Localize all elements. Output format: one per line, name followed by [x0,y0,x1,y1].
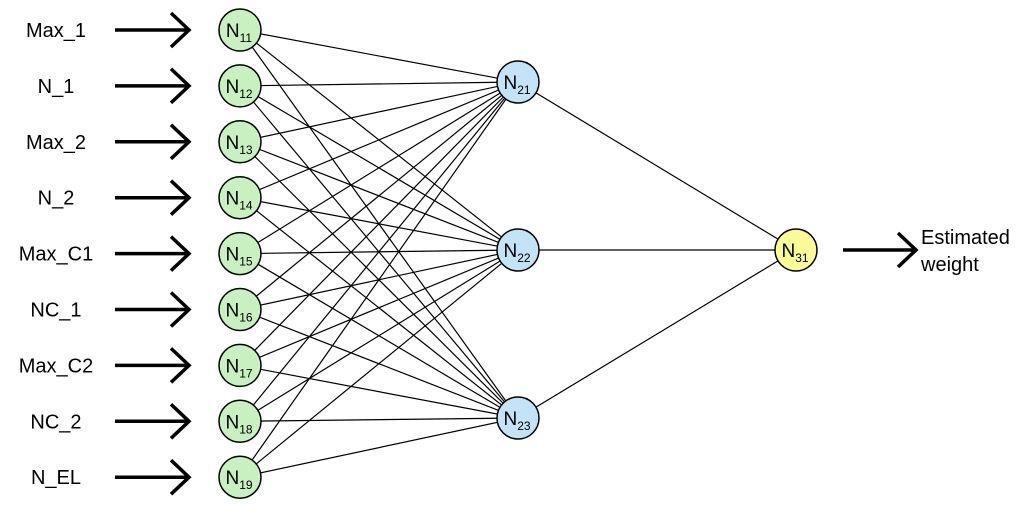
connection-18-22 [239,249,519,422]
input-label: Max_2 [26,132,86,154]
node-circle [218,231,262,276]
input-label: NC_2 [30,411,81,433]
node-circle [218,64,262,108]
input-label: Max_C1 [19,244,93,266]
node-label: N31 [781,241,808,265]
node-label: N12 [225,77,252,101]
input-label: N_2 [38,188,75,210]
node-n18: N18 [218,399,262,444]
node-label: N22 [503,241,530,265]
input-arrow [115,291,192,328]
connection-17-22 [239,249,519,366]
output-group: Estimated weight [843,227,1010,276]
input-arrow [115,458,192,496]
input-arrow [115,123,192,161]
connection-19-21 [239,81,519,478]
node-n19: N19 [218,455,262,499]
node-circle [774,228,818,272]
connection-18-21 [239,81,519,422]
input-arrow [115,179,192,216]
connection-23-31 [517,249,797,419]
connection-17-23 [239,364,519,419]
output-arrow-head [896,231,919,269]
node-label: N15 [225,245,252,269]
connection-21-31 [517,81,797,251]
node-circle [496,396,540,440]
node-circle [218,175,262,220]
node-circle [218,455,262,499]
input-label: Max_C2 [19,355,93,377]
connections [239,29,797,478]
node-circle [218,343,262,388]
node-n23: N23 [496,396,540,440]
node-label: N17 [225,356,252,380]
node-circle [218,120,262,164]
connection-18-23 [239,417,519,422]
output-label-line2: weight [920,254,979,276]
node-n13: N13 [218,120,262,164]
node-n31: N31 [774,228,818,272]
node-label: N16 [225,301,252,325]
node-label: N11 [226,21,253,45]
connection-19-23 [239,417,519,478]
node-n12: N12 [218,64,262,108]
connection-11-21 [239,29,519,83]
input-label: N_1 [38,76,75,98]
node-circle [218,399,262,444]
input-arrow [115,67,192,105]
connection-15-21 [239,81,519,255]
input-arrow [115,403,192,440]
node-label: N23 [503,409,530,433]
node-circle [496,60,540,104]
node-label: N18 [225,412,252,436]
node-label: N13 [225,133,252,157]
node-n21: N21 [496,60,540,104]
input-arrow [115,11,192,49]
connection-13-21 [239,81,519,143]
input-arrow [115,347,192,384]
node-label: N19 [225,468,252,492]
node-label: N21 [503,73,530,97]
connection-17-21 [239,81,519,366]
input-label: Max_1 [26,20,86,42]
connection-19-22 [239,249,519,478]
node-n11: N11 [218,8,262,52]
node-circle [496,228,540,272]
connection-14-21 [239,81,519,199]
node-n22: N22 [496,228,540,272]
node-n16: N16 [218,287,262,332]
node-label: N14 [225,189,252,213]
connection-16-21 [239,81,519,310]
input-arrows [115,11,192,496]
node-n14: N14 [218,175,262,220]
output-label-line1: Estimated [921,227,1010,249]
node-n17: N17 [218,343,262,388]
input-label: N_EL [31,467,81,489]
node-n15: N15 [218,231,262,276]
node-circle [218,287,262,332]
node-circle [218,8,262,52]
input-label: NC_1 [30,300,81,322]
input-arrow [115,235,192,272]
connection-12-21 [239,81,519,87]
